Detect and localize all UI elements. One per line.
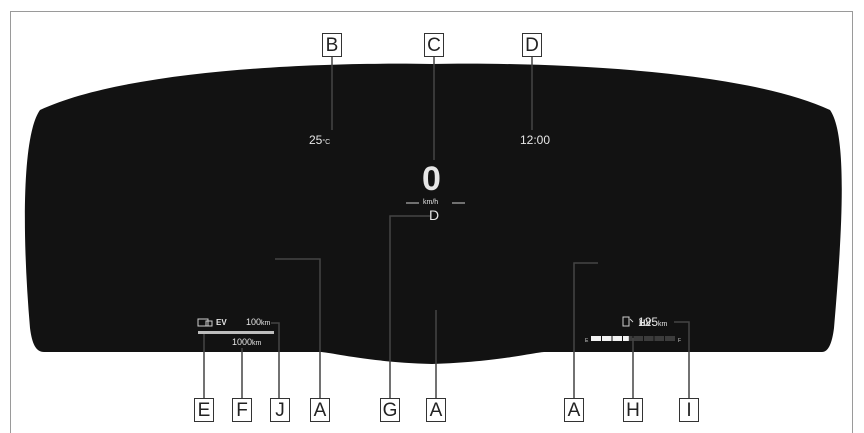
fuel-gauge-fill: [591, 336, 629, 341]
callout-i: I: [679, 398, 699, 422]
leader-g: [389, 215, 430, 398]
fuel-gauge-full-mark: F: [678, 338, 681, 344]
ev-battery-icon-2: [205, 320, 213, 327]
shift-position: D: [429, 207, 440, 223]
callout-a-center: A: [426, 398, 446, 422]
callout-h: H: [623, 398, 643, 422]
clock: 12:00: [520, 133, 551, 147]
leader-a-right: [573, 262, 598, 398]
fuel-pump-icon: [622, 316, 630, 327]
callout-a-left: A: [310, 398, 330, 422]
outside-temperature: 25°C: [309, 133, 331, 147]
callout-j: J: [270, 398, 290, 422]
callout-g: G: [380, 398, 400, 422]
callout-b: B: [322, 33, 342, 57]
speed-value: 0: [422, 160, 441, 198]
ev-range-bar: [198, 331, 274, 334]
hv-range-value: 125km: [638, 315, 668, 329]
callout-f: F: [232, 398, 252, 422]
callout-d: D: [522, 33, 542, 57]
leader-i: [674, 321, 690, 398]
fuel-pump-icon-hose: [629, 318, 634, 323]
callout-a-right: A: [564, 398, 584, 422]
hv-mode-label: HV: [639, 318, 652, 328]
leader-a-left: [275, 258, 321, 398]
callout-e: E: [194, 398, 214, 422]
display-screen: [24, 63, 842, 365]
total-range: 1000km: [232, 337, 262, 348]
fuel-gauge-empty-mark: E: [585, 338, 589, 344]
ev-battery-icon: [197, 318, 209, 327]
speed-unit: km/h: [423, 199, 439, 206]
callout-c: C: [424, 33, 444, 57]
leader-j: [271, 322, 280, 398]
figure-frame: [10, 11, 853, 433]
ev-mode-label: EV: [216, 318, 227, 327]
ev-range: 100km: [246, 317, 271, 328]
